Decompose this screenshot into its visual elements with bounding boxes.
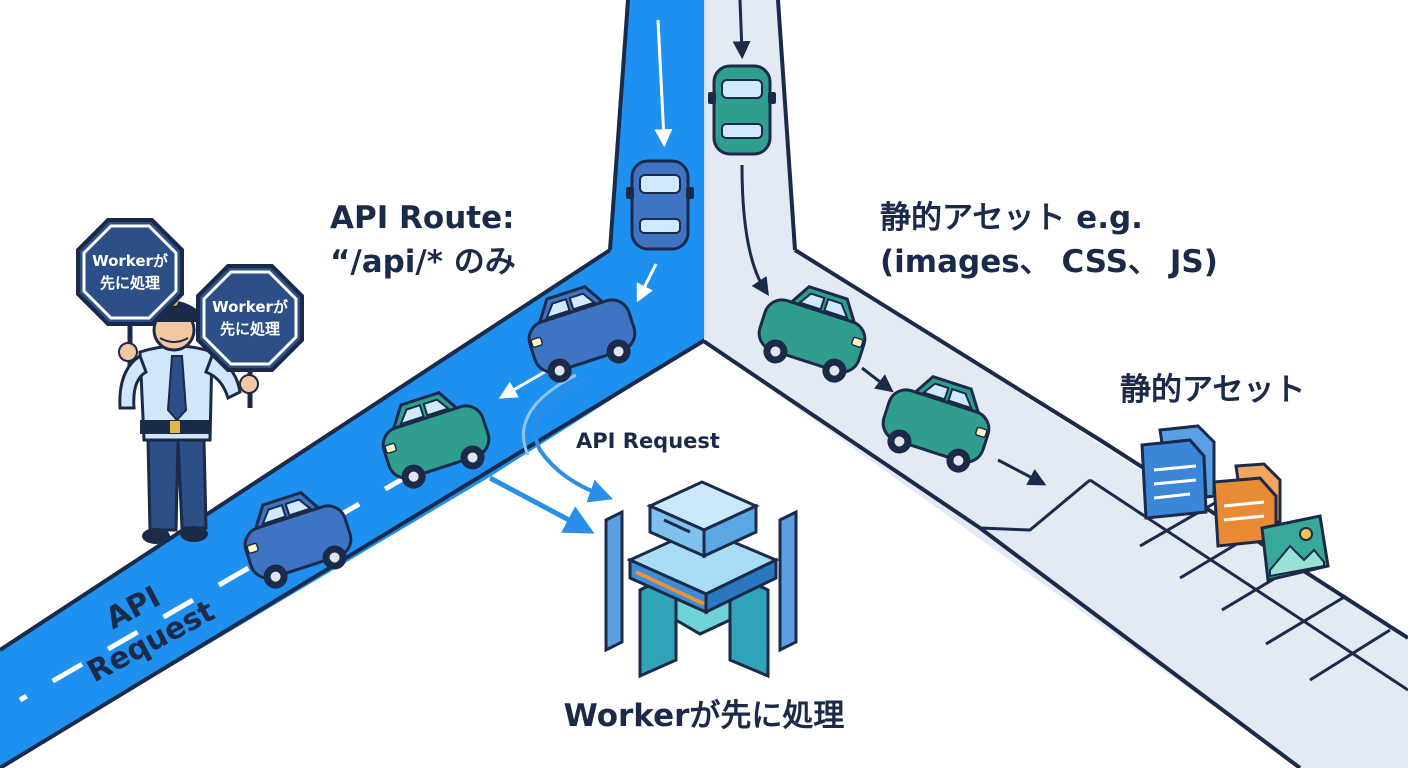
sign-text-line1: Workerが (92, 252, 169, 270)
document-icon (1212, 462, 1282, 548)
static-assets-heading: 静的アセット e.g. (880, 200, 1143, 236)
worker-caption: Workerが先に処理 (564, 698, 845, 734)
static-assets-lot-label: 静的アセット (1120, 372, 1305, 408)
sign-text-line2: 先に処理 (220, 320, 280, 338)
api-route-pattern-label: “/api/* のみ (330, 244, 516, 280)
static-flow-arrows (732, 0, 1047, 486)
teal-car-top-view (706, 64, 778, 156)
stop-sign: Workerが 先に処理 (76, 218, 184, 326)
api-route-label: API Route: (330, 200, 515, 236)
sign-text-line1: Workerが (212, 298, 289, 316)
blue-car-top-view (624, 159, 696, 251)
api-flow-arrows (498, 19, 673, 399)
api-request-label: API Request (576, 429, 720, 453)
static-assets-examples: (images、 CSS、 JS) (880, 244, 1218, 280)
stop-sign: Workerが 先に処理 (196, 264, 304, 372)
worker-server-icon (604, 480, 798, 679)
api-request-arrows (488, 373, 614, 534)
traffic-officer (118, 298, 259, 544)
document-icon (1140, 424, 1216, 520)
sign-text-line2: 先に処理 (100, 274, 160, 292)
image-icon (1260, 514, 1330, 582)
api-request-road (0, 0, 707, 768)
